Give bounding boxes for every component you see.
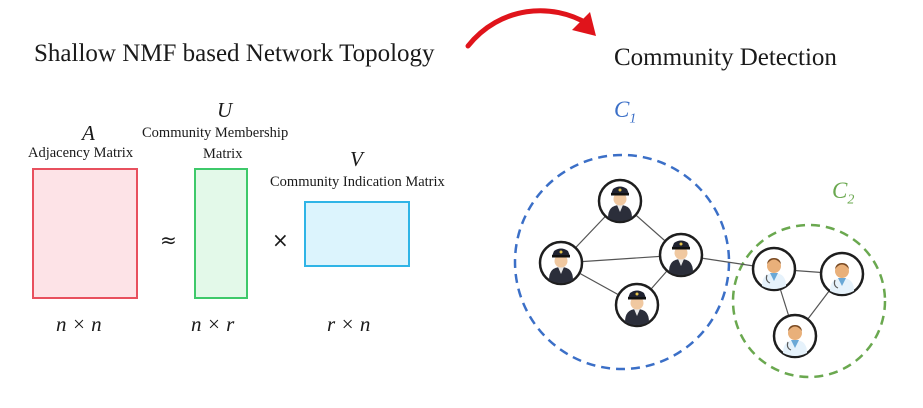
matrix-a-label: Adjacency Matrix xyxy=(28,145,134,161)
doctor-icon xyxy=(772,313,818,359)
doctor-icon xyxy=(751,246,797,292)
doctor-icon xyxy=(819,251,865,297)
matrix-u-dims: n × r xyxy=(191,312,235,336)
community-2-boundary xyxy=(731,223,887,379)
police-officer-icon xyxy=(597,178,643,224)
matrix-a-symbol: A xyxy=(82,121,95,145)
times-operator: × xyxy=(272,228,289,252)
right-title: Community Detection xyxy=(614,44,837,71)
approx-operator: ≈ xyxy=(160,228,177,252)
matrix-u-label-line1: Community Membership xyxy=(142,125,289,141)
matrix-v-symbol: V xyxy=(350,147,363,171)
community-2-label: C2 xyxy=(832,178,855,208)
police-officer-icon xyxy=(538,240,584,286)
community-indication-matrix xyxy=(304,201,410,267)
matrix-v-label: Community Indication Matrix xyxy=(270,174,445,190)
matrix-u-symbol: U xyxy=(217,98,233,122)
matrix-u-label-line2: Matrix xyxy=(203,146,243,162)
matrix-a-dims: n × n xyxy=(56,312,102,336)
police-officer-icon xyxy=(614,282,660,328)
community-1-label: C1 xyxy=(614,97,637,127)
community-membership-matrix xyxy=(194,168,248,299)
police-officer-icon xyxy=(658,232,704,278)
matrix-v-dims: r × n xyxy=(327,312,371,336)
arrow-head-icon xyxy=(572,12,596,36)
left-title: Shallow NMF based Network Topology xyxy=(34,40,435,67)
adjacency-matrix xyxy=(32,168,138,299)
